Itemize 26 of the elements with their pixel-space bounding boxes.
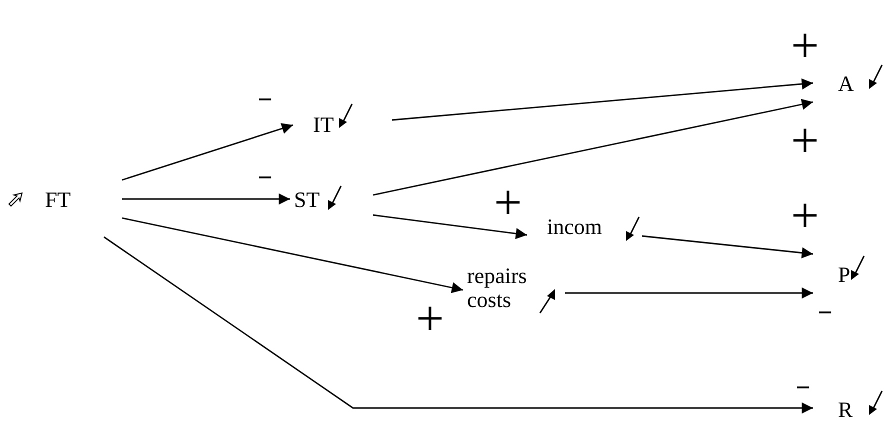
arrow — [565, 287, 813, 299]
arrow — [372, 214, 528, 240]
minus-sign: − — [796, 375, 810, 401]
plus-sign: + — [494, 177, 522, 227]
arrow — [372, 98, 814, 196]
variable-label: P — [838, 263, 852, 287]
arrow — [392, 78, 814, 121]
plus-sign: + — [416, 293, 444, 343]
arrow — [642, 235, 814, 258]
arrow — [122, 123, 294, 181]
minus-sign: − — [818, 300, 832, 326]
variable-label: FT — [45, 188, 72, 212]
plus-sign: + — [790, 190, 820, 240]
minus-sign: − — [258, 87, 272, 113]
variable-label: ST — [294, 188, 321, 212]
arrow — [122, 217, 464, 294]
variable-label: A — [838, 72, 855, 96]
plus-sign: + — [790, 20, 820, 70]
variable-label: R — [838, 398, 854, 422]
minus-sign: − — [258, 165, 272, 191]
variable-label: repairs costs — [467, 264, 528, 312]
variable-label: incom — [547, 215, 603, 239]
variable-label: IT — [313, 113, 335, 137]
plus-sign: + — [790, 115, 820, 165]
arrow — [104, 236, 813, 414]
arrow — [122, 193, 290, 205]
